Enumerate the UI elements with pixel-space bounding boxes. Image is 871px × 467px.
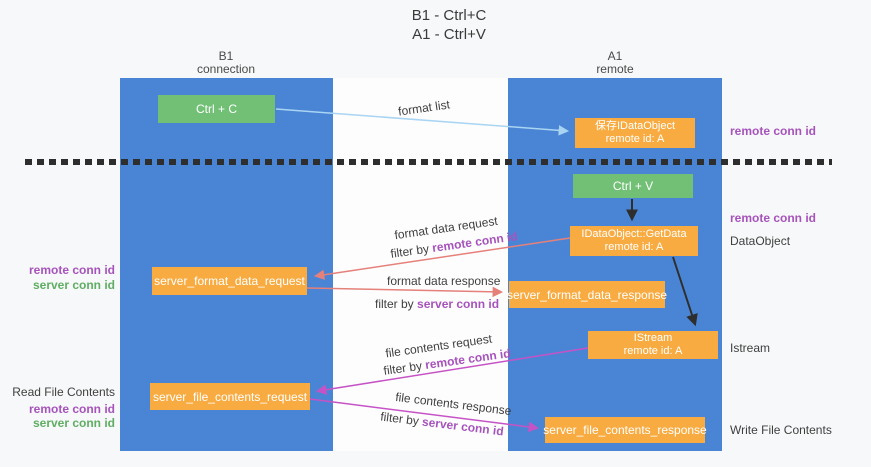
node-server-file-contents-request: server_file_contents_request [150,383,310,410]
node-file-response-label: server_file_contents_response [543,423,707,437]
node-istream-line2: remote id: A [623,345,683,357]
right-annotation-istream: Istream [730,341,771,355]
node-server-file-contents-response: server_file_contents_response [543,417,707,443]
node-istream-line1: IStream [633,332,673,344]
arrow-file-contents-response [309,398,540,433]
node-getdata-line2: remote id: A [604,241,664,253]
server-conn-id-key: server conn id [417,297,500,311]
right-annotation-write-file-contents: Write File Contents [730,423,832,437]
node-istream: IStream remote id: A [588,331,718,359]
node-ctrl-v: Ctrl + V [573,174,693,198]
arrow-format-data-response [306,286,504,298]
node-server-format-data-response: server_format_data_response [506,281,668,308]
left-annotation-server-conn-id-file: server conn id [32,416,115,430]
filter-by-text: filter by [375,297,418,311]
node-saved-dataobject: 保存IDataObject remote id: A [575,118,695,148]
label-format-data-response-filter: filter by server conn id [375,297,499,311]
arrow-format-list [275,108,570,136]
node-getdata-line1: IDataObject::GetData [581,228,687,240]
node-ctrl-v-label: Ctrl + V [612,179,654,193]
arrow-file-contents-request [315,347,589,395]
title-line-1: B1 - Ctrl+C [411,7,487,24]
left-annotation-server-conn-id-format: server conn id [32,278,115,292]
right-annotation-remote-conn-id-mid: remote conn id [730,211,817,225]
right-annotation-remote-conn-id-top: remote conn id [730,124,817,138]
diagram-title: B1 - Ctrl+C A1 - Ctrl+V [349,6,549,44]
lane-a1-name: A1 [607,49,623,63]
label-format-data-response: format data response [387,274,501,288]
node-format-request-label: server_format_data_request [154,274,305,288]
arrow-getdata-to-istream [672,256,698,327]
lane-gap-band [333,78,508,451]
right-annotation-dataobject: DataObject [730,234,791,248]
left-annotation-remote-conn-id-format: remote conn id [28,263,115,277]
title-line-2: A1 - Ctrl+V [412,26,486,43]
node-idataobject-getdata: IDataObject::GetData remote id: A [570,226,698,256]
lane-b1-role: connection [196,62,256,76]
lane-header-b1: B1 connection [146,50,306,76]
arrow-format-data-request [313,237,571,280]
node-format-response-label: server_format_data_response [506,287,668,302]
session-divider-dashed-line [25,159,832,165]
left-annotation-remote-conn-id-file: remote conn id [28,402,115,416]
node-ctrl-c: Ctrl + C [158,95,275,123]
lane-a1-role: remote [596,62,634,76]
node-file-request-label: server_file_contents_request [152,389,308,404]
lane-b1-name: B1 [218,49,234,63]
left-annotation-read-file-contents: Read File Contents [12,385,115,399]
node-saved-dataobject-line2: remote id: A [605,133,665,145]
node-saved-dataobject-line1: 保存IDataObject [594,120,676,132]
lane-header-a1: A1 remote [535,50,695,76]
node-server-format-data-request: server_format_data_request [152,267,307,295]
node-ctrl-c-label: Ctrl + C [195,102,237,116]
